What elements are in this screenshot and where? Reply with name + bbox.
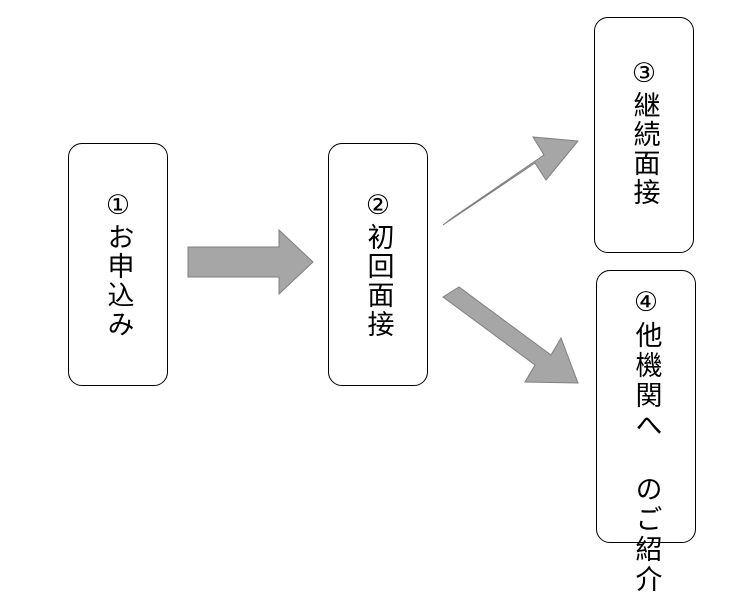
step-box-continued-interview: ③継続面接 xyxy=(594,17,694,253)
step-box-referral: ④他機関へ のご紹介 xyxy=(596,270,696,595)
arrows-layer xyxy=(187,136,579,384)
step-label-referral: ④他機関へ のご紹介 xyxy=(630,287,662,595)
down-right-arrow-icon xyxy=(442,286,579,384)
right-arrow-icon xyxy=(187,228,314,296)
flow-diagram: ①お申込み ②初回面接 ③継続面接 ④他機関へ のご紹介 xyxy=(68,17,696,595)
step-label-initial-interview: ②初回面接 xyxy=(362,190,394,339)
step-label-application: ①お申込み xyxy=(102,190,134,339)
step-box-initial-interview: ②初回面接 xyxy=(328,143,428,386)
up-right-arrow-icon xyxy=(442,136,579,226)
step-box-application: ①お申込み xyxy=(68,143,168,386)
step-label-continued-interview: ③継続面接 xyxy=(628,58,660,207)
